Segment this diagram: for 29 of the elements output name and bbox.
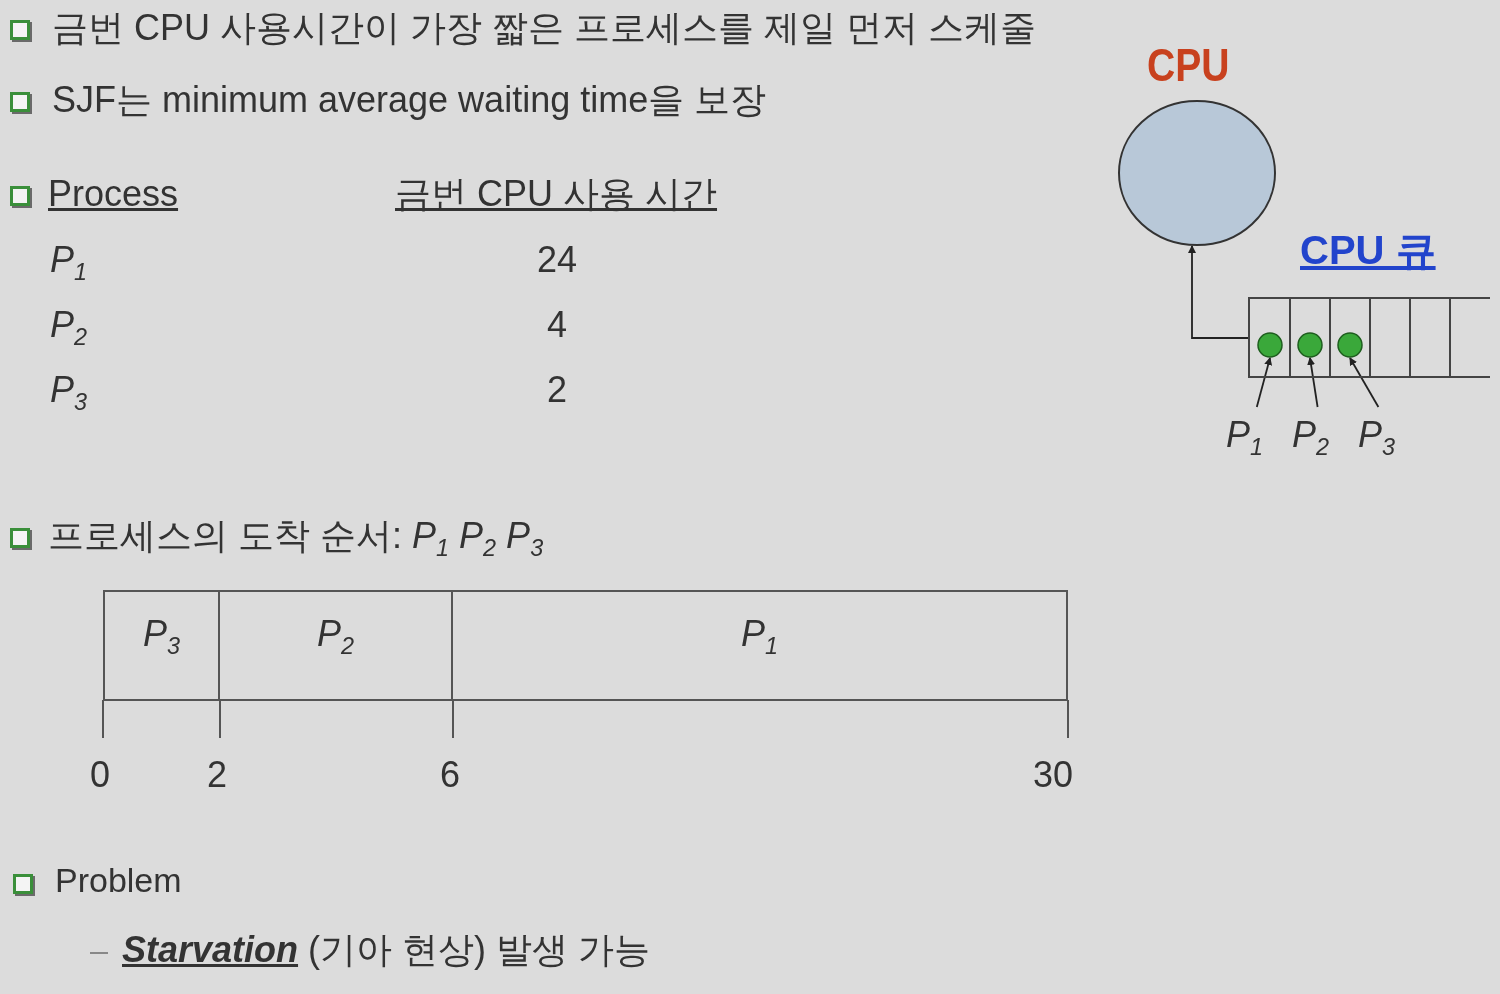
- arrow: [1188, 245, 1249, 339]
- cpu-heading: CPU: [1147, 40, 1230, 91]
- bullet-text: SJF는 minimum average waiting time을 보장: [52, 80, 767, 120]
- process-name: P$_{3}$: [50, 370, 88, 416]
- column-header: 금번 CPU 사용 시간: [395, 174, 717, 214]
- process-label: P$_{1}$: [1226, 415, 1264, 461]
- burst-time: 2: [547, 370, 568, 410]
- tick-label: 6: [440, 755, 461, 795]
- process-label: P$_{3}$: [1358, 415, 1396, 461]
- column-header: Process: [48, 174, 179, 214]
- burst-time: 4: [547, 305, 568, 345]
- process-name: P$_{2}$: [50, 305, 88, 351]
- queue-heading: CPU 큐: [1300, 228, 1436, 272]
- leader-line: [1255, 357, 1273, 408]
- tick-label: 30: [1033, 755, 1074, 795]
- process-name: P$_{1}$: [50, 240, 88, 286]
- gantt-block: P$_{2}$: [220, 590, 453, 701]
- bullet-text: 프로세스의 도착 순서: P$_{1}$ P$_{2}$ P$_{3}$: [48, 516, 544, 562]
- leader-line: [1349, 357, 1380, 408]
- bullet-text: Problem: [55, 862, 182, 900]
- process-label: P$_{2}$: [1292, 415, 1330, 461]
- burst-time: 24: [537, 240, 578, 280]
- gantt-block: P$_{1}$: [453, 590, 1068, 701]
- tick-label: 2: [207, 755, 228, 795]
- bullet-text: Starvation (기아 현상) 발생 가능: [122, 930, 651, 970]
- leader-line: [1307, 357, 1319, 408]
- tick-label: 0: [90, 755, 111, 795]
- gantt-block: P$_{3}$: [103, 590, 220, 701]
- bullet-text: 금번 CPU 사용시간이 가장 짧은 프로세스를 제일 먼저 스케줄: [52, 8, 1037, 48]
